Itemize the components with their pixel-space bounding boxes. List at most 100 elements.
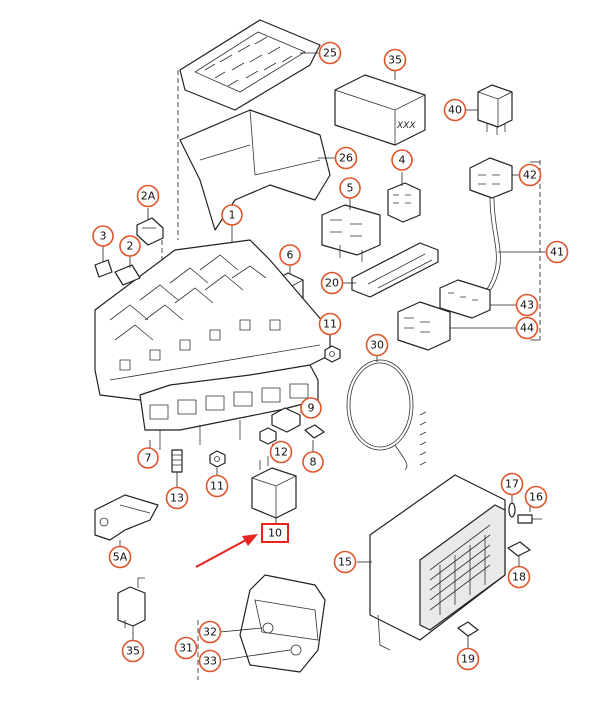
callout-label: 41 (550, 246, 564, 259)
callout-ring (269, 440, 293, 464)
callout-label: 8 (310, 456, 317, 469)
part-40-relay (465, 84, 513, 135)
callout-ring (318, 41, 342, 65)
callout-ring (383, 48, 407, 72)
callout-label: 11 (210, 480, 224, 493)
callout-ring (507, 565, 531, 589)
callout-label: 44 (520, 322, 534, 335)
callout-43: 43 (515, 293, 539, 317)
part-2A-fuse (136, 208, 164, 246)
callout-ring (198, 649, 222, 673)
callout-ring (334, 146, 358, 170)
callout-ring (391, 149, 413, 171)
callout-31: 31 (174, 636, 198, 660)
callout-label: 9 (308, 402, 315, 415)
callout-label: 40 (448, 104, 462, 117)
callout-label: 31 (179, 642, 193, 655)
callout-label: 15 (338, 556, 352, 569)
callout-25: 25 (318, 41, 342, 65)
callout-ring (221, 204, 243, 226)
callout-label: 6 (287, 249, 294, 262)
callout-label: 4 (399, 154, 406, 167)
callout-35top: 35 (383, 48, 407, 72)
callout-42: 42 (518, 163, 542, 187)
part-18-clip (507, 541, 531, 566)
callout-label: 20 (325, 277, 339, 290)
callout-label: 2A (141, 190, 156, 203)
callout-ring (518, 163, 542, 187)
callout-ring (119, 235, 141, 257)
callout-26: 26 (334, 146, 358, 170)
callout-ring (121, 639, 145, 663)
callout-label: 32 (203, 626, 217, 639)
callout-ring (515, 316, 539, 340)
callout-label: 25 (323, 47, 337, 60)
part-11-nut (324, 337, 341, 363)
callout-label: 7 (145, 452, 152, 465)
callout-ring (205, 474, 229, 498)
part-9-clip (271, 407, 305, 433)
callout-33: 33 (198, 649, 222, 673)
callout-ring (365, 333, 389, 357)
callout-ring (333, 550, 357, 574)
callout-4: 4 (391, 149, 413, 171)
callout-label: 35 (388, 54, 402, 67)
callout-7: 7 (137, 447, 159, 469)
callout-label: 5A (113, 551, 128, 564)
part-2-fuse (114, 255, 141, 286)
callout-6: 6 (279, 244, 301, 266)
callout-ring (302, 451, 324, 473)
highlight-label-10: 10 (261, 523, 289, 543)
callout-ring (456, 647, 480, 671)
callout-40: 40 (443, 98, 467, 122)
callout-9: 9 (300, 397, 322, 419)
callout-label: 19 (461, 653, 475, 666)
callout-15: 15 (333, 550, 357, 574)
callout-label: 30 (370, 339, 384, 352)
part-marking: XXX (396, 121, 416, 131)
part-19-clip (457, 621, 479, 648)
callout-ring (174, 636, 198, 660)
part-20-strip (342, 242, 439, 298)
callout-35bot: 35 (121, 639, 145, 663)
callout-11b: 11 (205, 474, 229, 498)
callout-ring (279, 244, 301, 266)
callout-label: 11 (323, 318, 337, 331)
callout-label: 43 (520, 299, 534, 312)
callout-label: 3 (100, 230, 107, 243)
callout-18: 18 (507, 565, 531, 589)
part-13-stud (171, 449, 183, 488)
callout-ring (165, 486, 189, 510)
callout-label: 42 (523, 169, 537, 182)
part-35-control-unit: XXX (333, 66, 427, 146)
callout-8: 8 (302, 451, 324, 473)
part-5A-bracket (94, 494, 159, 548)
callout-ring (137, 447, 159, 469)
callout-ring (515, 293, 539, 317)
part-43-connector (439, 279, 517, 319)
callout-2A: 2A (136, 184, 160, 208)
callout-label: 12 (274, 446, 288, 459)
callout-label: 18 (512, 571, 526, 584)
callout-2: 2 (119, 235, 141, 257)
part-25-lid (179, 19, 321, 111)
callout-ring (136, 184, 160, 208)
callout-5A: 5A (108, 545, 132, 569)
callout-19: 19 (456, 647, 480, 671)
callout-ring (524, 485, 548, 509)
callout-label: 5 (347, 182, 354, 195)
callout-30: 30 (365, 333, 389, 357)
callout-label: 16 (529, 491, 543, 504)
part-8-clip (304, 424, 325, 452)
callout-32: 32 (198, 620, 222, 644)
callout-ring (339, 177, 361, 199)
part-3-fuse (94, 245, 113, 278)
callout-13: 13 (165, 486, 189, 510)
callout-label: 1 (229, 209, 236, 222)
callout-ring (92, 225, 114, 247)
callout-label: 17 (505, 478, 519, 491)
part-16-screw (517, 505, 542, 524)
callout-ring (300, 397, 322, 419)
callout-3: 3 (92, 225, 114, 247)
